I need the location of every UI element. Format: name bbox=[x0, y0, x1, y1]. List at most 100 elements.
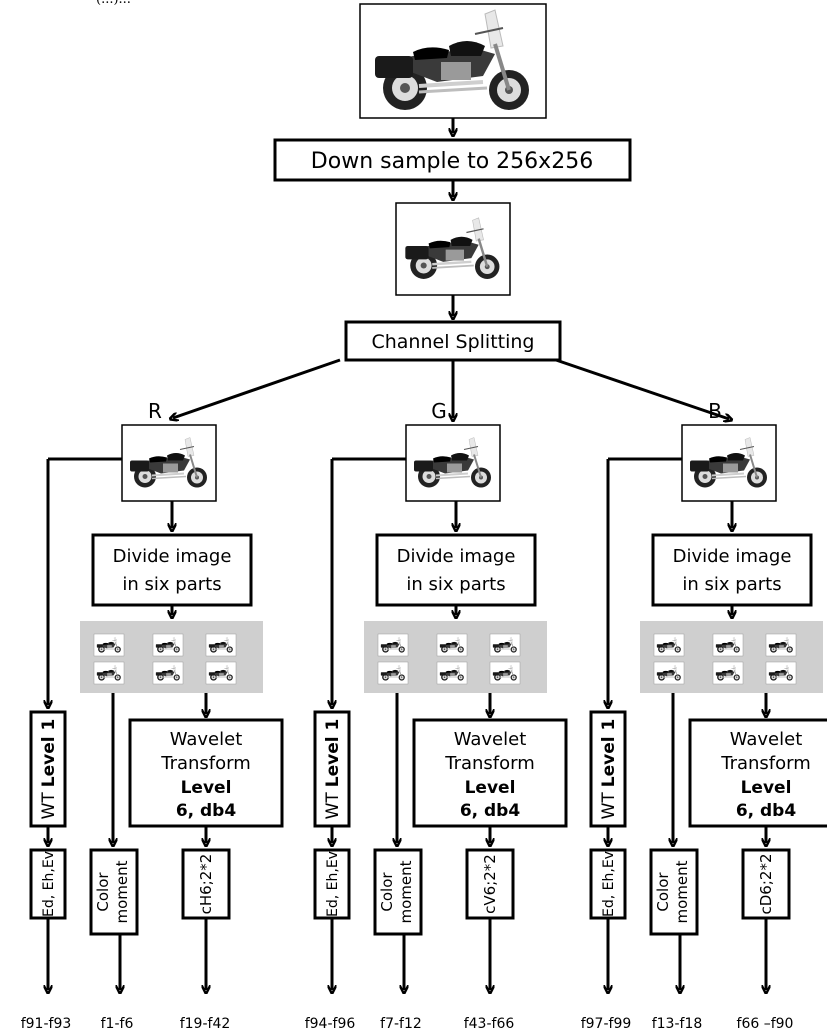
image-part-4 bbox=[377, 661, 409, 685]
channel-image bbox=[124, 434, 214, 492]
output-color: f7-f12 bbox=[380, 1016, 422, 1032]
arrow-split-to-r bbox=[173, 358, 341, 418]
channel-splitting-label: Channel Splitting bbox=[371, 331, 534, 353]
coef-label: cD6;2*2 bbox=[757, 854, 775, 915]
image-part-1 bbox=[93, 633, 125, 657]
wt-level-bold: Level 1 bbox=[323, 719, 343, 788]
downsample-box: Down sample to 256x256 bbox=[273, 138, 632, 182]
output-energy: f97-f99 bbox=[581, 1016, 632, 1032]
wt-prefix: WT bbox=[323, 792, 343, 820]
source-image bbox=[359, 3, 547, 119]
energy-box bbox=[29, 848, 67, 920]
image-part-2 bbox=[712, 633, 744, 657]
image-part-3 bbox=[765, 633, 797, 657]
color-moment-box bbox=[649, 848, 699, 936]
energy-label: Ed, Eh,Ev bbox=[601, 851, 617, 917]
image-part-6 bbox=[205, 661, 237, 685]
wt-level-bold: Level 1 bbox=[39, 719, 59, 788]
channel-label: G bbox=[431, 399, 447, 423]
image-part-6 bbox=[765, 661, 797, 685]
wavelet-line3: Level bbox=[741, 778, 792, 798]
image-part-1 bbox=[653, 633, 685, 657]
wt-level-bold: Level 1 bbox=[599, 719, 619, 788]
coef-box bbox=[181, 848, 231, 920]
image-part-5 bbox=[152, 661, 184, 685]
output-energy: f94-f96 bbox=[305, 1016, 356, 1032]
wavelet-line4: 6, db4 bbox=[736, 801, 797, 821]
color-moment-label-2: moment bbox=[673, 860, 691, 923]
wt-prefix: WT bbox=[39, 792, 59, 820]
color-moment-label-2: moment bbox=[113, 860, 131, 923]
channel-image bbox=[408, 434, 498, 492]
wt-level1-label: WT Level 1 bbox=[599, 719, 619, 820]
energy-label: Ed, Eh,Ev bbox=[325, 851, 341, 917]
divide-label-line2: in six parts bbox=[682, 574, 781, 595]
top-text-fragment: (...)... bbox=[96, 0, 131, 7]
energy-box bbox=[589, 848, 627, 920]
wt-prefix: WT bbox=[599, 792, 619, 820]
six-parts-panel bbox=[80, 621, 263, 693]
image-part-4 bbox=[653, 661, 685, 685]
image-part-3 bbox=[205, 633, 237, 657]
wavelet-line1: Wavelet bbox=[170, 729, 243, 750]
output-energy: f91-f93 bbox=[21, 1016, 72, 1032]
divide-label-line2: in six parts bbox=[122, 574, 221, 595]
wavelet-line1: Wavelet bbox=[454, 729, 527, 750]
wavelet-line4: 6, db4 bbox=[460, 801, 521, 821]
wt-level1-label: WT Level 1 bbox=[39, 719, 59, 820]
wavelet-line1: Wavelet bbox=[730, 729, 803, 750]
wavelet-line2: Transform bbox=[444, 753, 535, 774]
channel-image bbox=[684, 434, 774, 492]
divide-box bbox=[91, 533, 253, 607]
six-parts-panel bbox=[640, 621, 823, 693]
wavelet-line4: 6, db4 bbox=[176, 801, 237, 821]
image-part-2 bbox=[436, 633, 468, 657]
color-moment-label-1: Color bbox=[654, 872, 672, 912]
output-coef: f66 –f90 bbox=[737, 1016, 794, 1032]
color-moment-label-2: moment bbox=[397, 860, 415, 923]
divide-box bbox=[375, 533, 537, 607]
arrow-split-to-b bbox=[555, 358, 729, 419]
wavelet-line3: Level bbox=[465, 778, 516, 798]
image-part-4 bbox=[93, 661, 125, 685]
image-part-1 bbox=[377, 633, 409, 657]
image-part-6 bbox=[489, 661, 521, 685]
wavelet-box bbox=[688, 718, 827, 828]
energy-label: Ed, Eh,Ev bbox=[41, 851, 57, 917]
channel-splitting-box: Channel Splitting bbox=[344, 320, 562, 362]
image-part-3 bbox=[489, 633, 521, 657]
divide-label-line1: Divide image bbox=[673, 546, 792, 567]
downsampled-image bbox=[395, 202, 511, 296]
divide-label-line2: in six parts bbox=[406, 574, 505, 595]
color-moment-box bbox=[89, 848, 139, 936]
divide-label-line1: Divide image bbox=[113, 546, 232, 567]
energy-box bbox=[313, 848, 351, 920]
image-part-5 bbox=[436, 661, 468, 685]
output-color: f1-f6 bbox=[101, 1016, 134, 1032]
color-moment-box bbox=[373, 848, 423, 936]
downsample-label: Down sample to 256x256 bbox=[311, 149, 593, 174]
color-moment-label-1: Color bbox=[94, 872, 112, 912]
channel-label: R bbox=[148, 399, 162, 423]
wavelet-box bbox=[412, 718, 568, 828]
output-coef: f43-f66 bbox=[464, 1016, 515, 1032]
image-part-2 bbox=[152, 633, 184, 657]
wavelet-line3: Level bbox=[181, 778, 232, 798]
channel-label: B bbox=[708, 399, 722, 423]
output-color: f13-f18 bbox=[652, 1016, 703, 1032]
six-parts-panel bbox=[364, 621, 547, 693]
wt-level1-label: WT Level 1 bbox=[323, 719, 343, 820]
output-coef: f19-f42 bbox=[180, 1016, 231, 1032]
color-moment-label-1: Color bbox=[378, 872, 396, 912]
divide-label-line1: Divide image bbox=[397, 546, 516, 567]
image-part-5 bbox=[712, 661, 744, 685]
wavelet-box bbox=[128, 718, 284, 828]
coef-label: cV6;2*2 bbox=[481, 854, 499, 914]
wavelet-line2: Transform bbox=[160, 753, 251, 774]
wavelet-line2: Transform bbox=[720, 753, 811, 774]
